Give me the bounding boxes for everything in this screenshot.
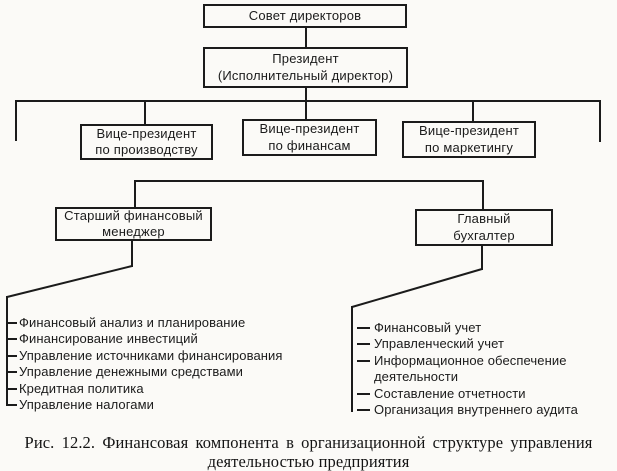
list-item: Финансовый учет [357, 320, 582, 336]
connector-tail-chief-accountant [481, 246, 483, 270]
box-label: менеджер [102, 224, 165, 239]
connector-drop-vp-production [144, 100, 146, 124]
box-label: Вице-президент [419, 123, 519, 139]
finance-manager-functions-list: Финансовый анализ и планирование Финанси… [7, 315, 283, 413]
box-label: Вице-президент [259, 121, 360, 137]
connector-tail-fin-manager [131, 241, 133, 267]
connector-bus-level3 [15, 100, 601, 102]
connector-board-president [305, 28, 307, 47]
box-label: Вице-президент [96, 125, 197, 141]
connector-drop-chief-accountant [482, 180, 484, 209]
connector-spine-left-list [6, 296, 8, 406]
box-president: Президент (Исполнительный директор) [203, 47, 408, 88]
list-item: Управление источниками финансирования [7, 347, 283, 363]
connector-drop-fin-manager [134, 180, 136, 207]
list-item: Организация внутреннего аудита [357, 402, 582, 418]
list-item: Кредитная политика [7, 381, 283, 397]
box-senior-financial-manager: Старший финансовый менеджер [55, 207, 212, 241]
connector-diagonal-left [6, 265, 133, 298]
list-item: Управление денежными средствами [7, 364, 283, 380]
box-label: по маркетингу [424, 139, 514, 155]
box-board-of-directors: Совет директоров [203, 4, 407, 28]
box-label: бухгалтер [453, 227, 515, 243]
box-label: Совет директоров [248, 7, 362, 23]
box-vp-production: Вице-президент по производству [80, 124, 213, 160]
connector-drop-vp-finance [305, 100, 307, 119]
box-label: Старший финансовый [64, 207, 203, 223]
figure-caption: Рис. 12.2. Финансовая компонента в орган… [0, 433, 617, 471]
box-label: (Исполнительный директор) [217, 67, 394, 83]
box-chief-accountant: Главный бухгалтер [415, 209, 553, 246]
connector-stub-left [15, 100, 17, 141]
box-label: по производству [95, 142, 198, 157]
connector-bus-level4 [134, 180, 484, 182]
connector-stub-right [599, 100, 601, 142]
connector-drop-vp-marketing [472, 100, 474, 121]
box-label: Главный [457, 211, 511, 227]
connector-spine-right-list [351, 306, 353, 412]
box-vp-finance: Вице-президент по финансам [242, 119, 377, 156]
list-item: Управленческий учет [357, 336, 582, 352]
list-item: Управление налогами [7, 397, 283, 413]
list-item: Финансовый анализ и планирование [7, 315, 283, 331]
caption-line-2: деятельностью предприятия [207, 452, 410, 471]
list-item: Информационное обеспечение деятельности [357, 353, 582, 386]
chief-accountant-functions-list: Финансовый учет Управленческий учет Инфо… [357, 320, 582, 418]
box-vp-marketing: Вице-президент по маркетингу [402, 121, 536, 158]
connector-diagonal-right [351, 268, 483, 308]
list-item: Финансирование инвестиций [7, 331, 283, 347]
box-label: по финансам [268, 137, 351, 153]
box-label: Президент [272, 51, 339, 67]
caption-line-1: Рис. 12.2. Финансовая компонента в орган… [24, 433, 593, 452]
connector-president-bus [305, 88, 307, 100]
list-item: Составление отчетности [357, 386, 582, 402]
